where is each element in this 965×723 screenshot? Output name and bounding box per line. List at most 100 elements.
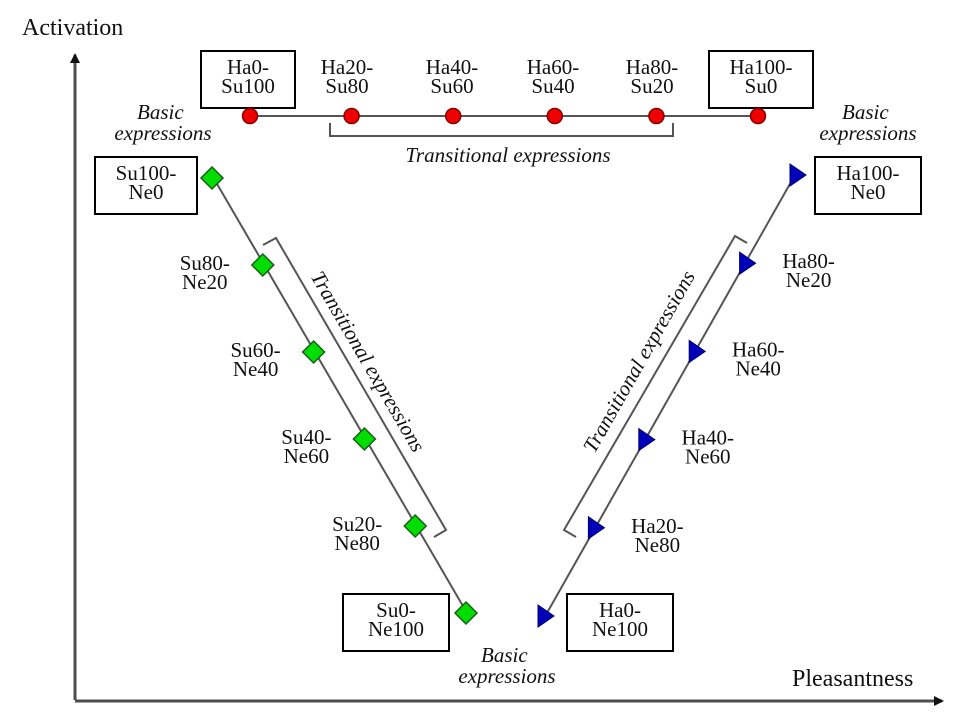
box-su0-ne100 — [342, 593, 450, 652]
basic-label-line: Basic — [481, 643, 528, 667]
marker-ha0-su100 — [241, 107, 259, 125]
point-label-line: Ha100- — [837, 161, 900, 185]
point-label-line: Ne0 — [851, 180, 886, 204]
point-label-line: Su0- — [376, 598, 416, 622]
point-label-line: Su20 — [630, 74, 673, 98]
point-label-line: Su60- — [231, 338, 281, 362]
transitional-labels: Transitional expressions Transitional ex… — [306, 143, 700, 457]
point-label-ha100-ne0: Ha100-Ne0 — [837, 161, 900, 204]
point-label-line: Ne40 — [233, 357, 279, 381]
point-label-line: Ne100 — [592, 617, 648, 641]
point-label-su20-ne80: Su20-Ne80 — [332, 512, 382, 555]
marker-ha20-su80 — [343, 107, 360, 125]
transitional-bracket-right — [562, 234, 748, 538]
box-ha0-ne100 — [566, 593, 674, 652]
point-label-line: Ha80- — [782, 249, 834, 273]
marker-ha80-ne20 — [739, 251, 757, 276]
point-label-line: Ne60 — [685, 445, 731, 469]
marker-su0-ne100 — [453, 600, 479, 626]
marker-ha20-ne80 — [587, 515, 606, 540]
point-label-ha60-ne40: Ha60-Ne40 — [732, 337, 784, 380]
point-label-su80-ne20: Su80-Ne20 — [180, 251, 230, 294]
point-label-line: Ne80 — [635, 533, 681, 557]
point-label-line: Ha0- — [599, 598, 641, 622]
marker-ha100-su0 — [749, 107, 767, 125]
transitional-bracket-left — [262, 236, 448, 538]
point-label-line: Ha20- — [631, 514, 683, 538]
marker-su40-ne60 — [352, 426, 377, 452]
marker-su60-ne40 — [301, 339, 326, 365]
point-label-line: Su100- — [116, 161, 177, 185]
point-label-line: Ne20 — [182, 270, 228, 294]
point-label-line: Su80 — [325, 74, 368, 98]
point-label-line: Ne100 — [368, 617, 424, 641]
basic-label-line: expressions — [458, 664, 555, 688]
point-label-line: Ne80 — [334, 531, 380, 555]
marker-su20-ne80 — [403, 513, 428, 539]
point-label-su100-ne0: Su100-Ne0 — [116, 161, 177, 204]
box-su100-ne0 — [94, 156, 198, 215]
point-label-su60-ne40: Su60-Ne40 — [231, 338, 281, 381]
basic-label-line: expressions — [819, 121, 916, 145]
point-label-line: Ha20- — [321, 55, 373, 79]
connections — [212, 115, 796, 621]
point-label-ha100-su0: Ha100-Su0 — [730, 55, 793, 98]
marker-ha60-ne40 — [688, 339, 707, 364]
y-axis-label: Activation — [22, 15, 123, 41]
point-label-line: Su0 — [745, 74, 778, 98]
point-label-line: Ha60- — [527, 55, 579, 79]
point-label-ha40-su60: Ha40-Su60 — [426, 55, 478, 98]
point-label-ha20-ne80: Ha20-Ne80 — [631, 514, 683, 557]
point-label-line: Ne0 — [129, 180, 164, 204]
basic-label-bottom: Basic expressions — [458, 643, 555, 688]
marker-ha80-su20 — [648, 107, 665, 125]
su-ne-line — [212, 176, 468, 614]
point-label-ha0-ne100: Ha0-Ne100 — [592, 598, 648, 641]
brackets — [262, 123, 748, 538]
basic-label-top-left: Basic expressions — [114, 100, 211, 145]
basic-boxes — [94, 50, 922, 652]
ha-ne-points: Ha100-Ne0Ha80-Ne20Ha60-Ne40Ha40-Ne60Ha20… — [537, 161, 900, 641]
basic-label-line: Basic — [137, 100, 184, 124]
marker-ha100-ne0 — [789, 163, 807, 187]
basic-labels: Basic expressions Basic expressions Basi… — [114, 100, 916, 688]
point-label-line: Ha100- — [730, 55, 793, 79]
point-label-su40-ne60: Su40-Ne60 — [281, 425, 331, 468]
point-label-line: Su40- — [281, 425, 331, 449]
point-label-su0-ne100: Su0-Ne100 — [368, 598, 424, 641]
marker-ha40-su60 — [444, 107, 462, 125]
transitional-label-top: Transitional expressions — [405, 143, 610, 167]
su-ne-points: Su100-Ne0Su80-Ne20Su60-Ne40Su40-Ne60Su20… — [116, 161, 479, 641]
point-label-line: Ne20 — [786, 268, 832, 292]
x-axis-label: Pleasantness — [792, 666, 913, 692]
point-label-line: Ne60 — [284, 444, 330, 468]
marker-ha40-ne60 — [638, 427, 656, 452]
ha-ne-line — [542, 174, 796, 621]
marker-ha60-su40 — [546, 107, 564, 125]
box-ha100-ne0 — [814, 156, 922, 215]
point-label-ha60-su40: Ha60-Su40 — [527, 55, 579, 98]
basic-label-line: Basic — [842, 100, 889, 124]
point-label-line: Su40 — [531, 74, 574, 98]
transitional-bracket-top — [329, 123, 674, 137]
marker-su80-ne20 — [250, 252, 275, 278]
point-label-line: Ha80- — [626, 55, 678, 79]
marker-ha0-ne100 — [537, 604, 555, 628]
point-label-ha80-ne20: Ha80-Ne20 — [782, 249, 834, 292]
basic-label-top-right: Basic expressions — [819, 100, 916, 145]
ha-su-points: Ha0-Su100 Ha20-Su80 Ha40-Su60 Ha60-Su40 Ha80… — [221, 55, 793, 125]
point-label-ha40-ne60: Ha40-Ne60 — [682, 426, 734, 469]
point-label-line: Ha0- — [227, 55, 269, 79]
point-label-line: Ne40 — [735, 356, 781, 380]
basic-label-line: expressions — [114, 121, 211, 145]
axes: Activation Pleasantness — [22, 15, 944, 706]
point-label-ha80-su20: Ha80-Su20 — [626, 55, 678, 98]
point-label-line: Su60 — [430, 74, 473, 98]
point-label-line: Su100 — [221, 74, 275, 98]
point-label-line: Ha40- — [682, 426, 734, 450]
point-label-line: Su80- — [180, 251, 230, 275]
marker-su100-ne0 — [199, 165, 225, 191]
point-label-line: Su20- — [332, 512, 382, 536]
point-label-ha20-su80: Ha20-Su80 — [321, 55, 373, 98]
